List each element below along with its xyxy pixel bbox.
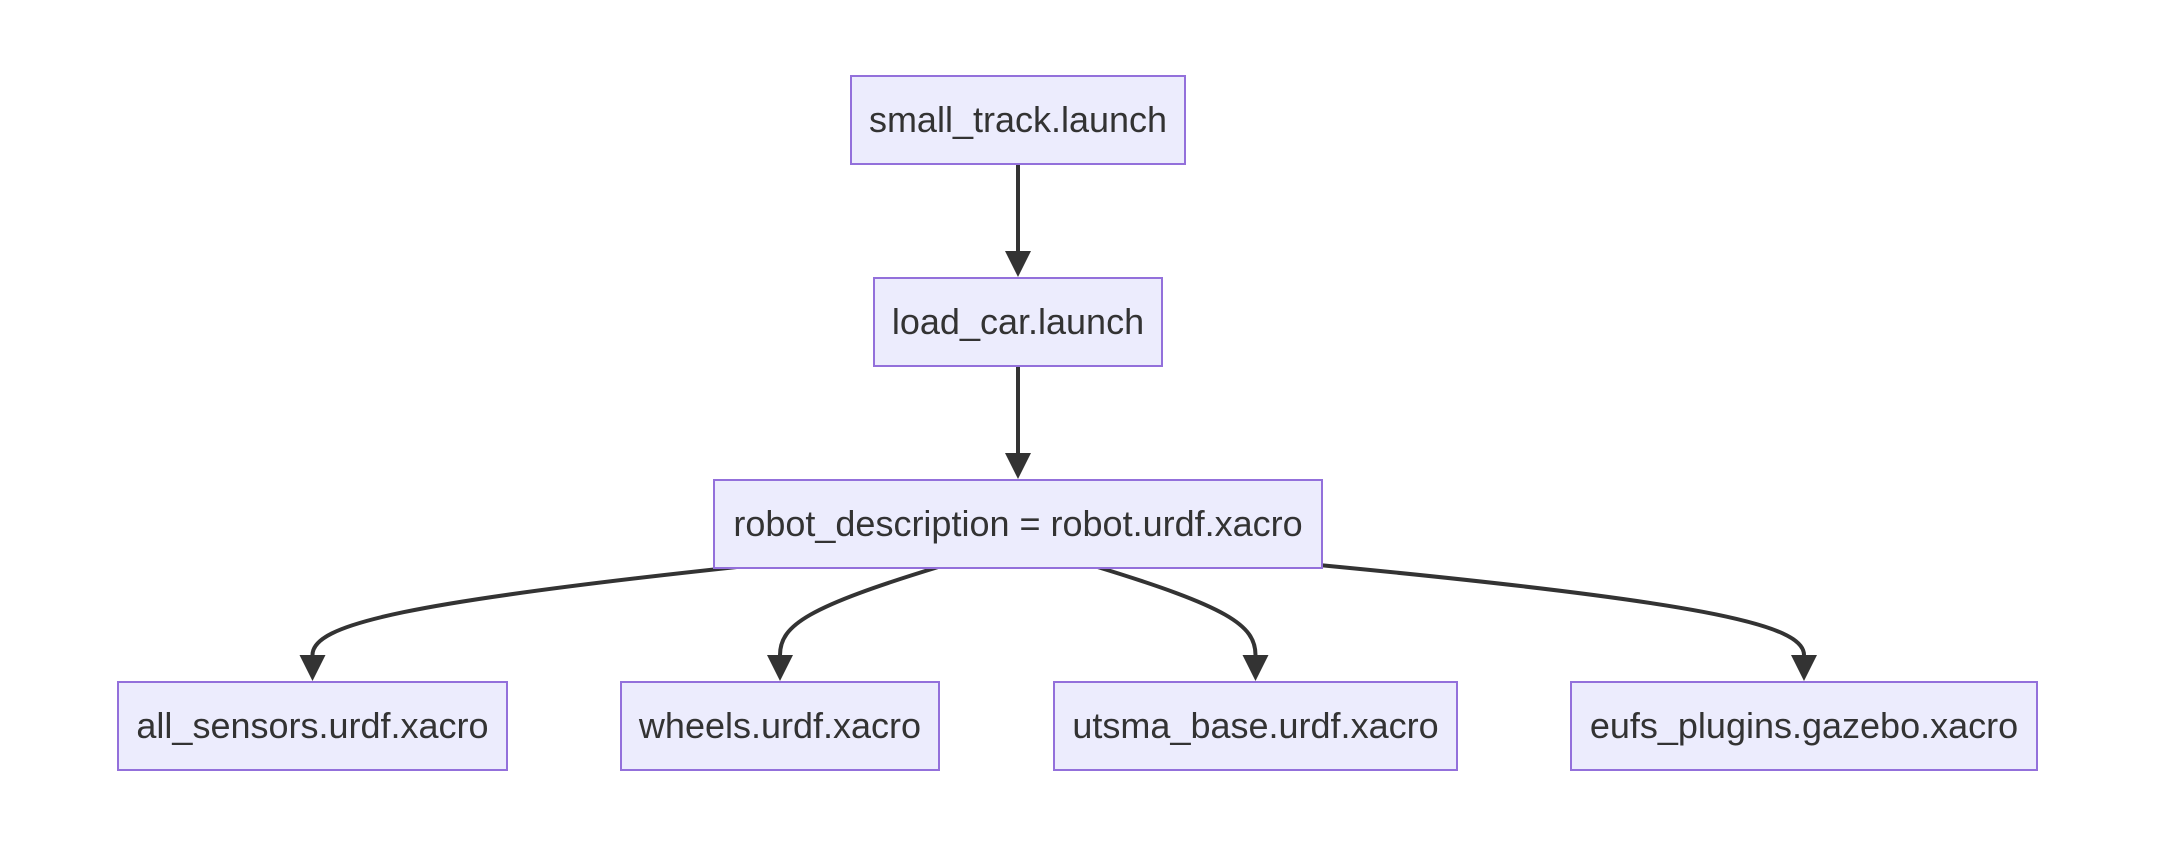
- node-eufs-plugins-gazebo-xacro: eufs_plugins.gazebo.xacro: [1570, 681, 2038, 771]
- arrowhead-eufs_plugins: [1791, 655, 1817, 681]
- node-small-track-launch: small_track.launch: [850, 75, 1186, 165]
- edge-robot_description-to-all_sensors: [310, 559, 786, 656]
- node-utsma-base-urdf-xacro: utsma_base.urdf.xacro: [1053, 681, 1458, 771]
- arrowhead-robot_description: [1005, 453, 1031, 479]
- arrowhead-load_car: [1005, 251, 1031, 277]
- node-load-car-launch: load_car.launch: [873, 277, 1163, 367]
- arrowhead-all_sensors: [299, 655, 326, 681]
- node-wheels-urdf-xacro: wheels.urdf.xacro: [620, 681, 940, 771]
- arrowhead-wheels: [767, 655, 793, 681]
- node-all-sensors-urdf-xacro: all_sensors.urdf.xacro: [117, 681, 508, 771]
- arrowhead-utsma_base: [1242, 655, 1269, 681]
- edge-robot_description-to-eufs_plugins: [1277, 559, 1806, 656]
- node-robot-description: robot_description = robot.urdf.xacro: [713, 479, 1323, 569]
- edge-robot_description-to-wheels: [778, 564, 941, 656]
- edge-robot_description-to-utsma_base: [1095, 564, 1258, 656]
